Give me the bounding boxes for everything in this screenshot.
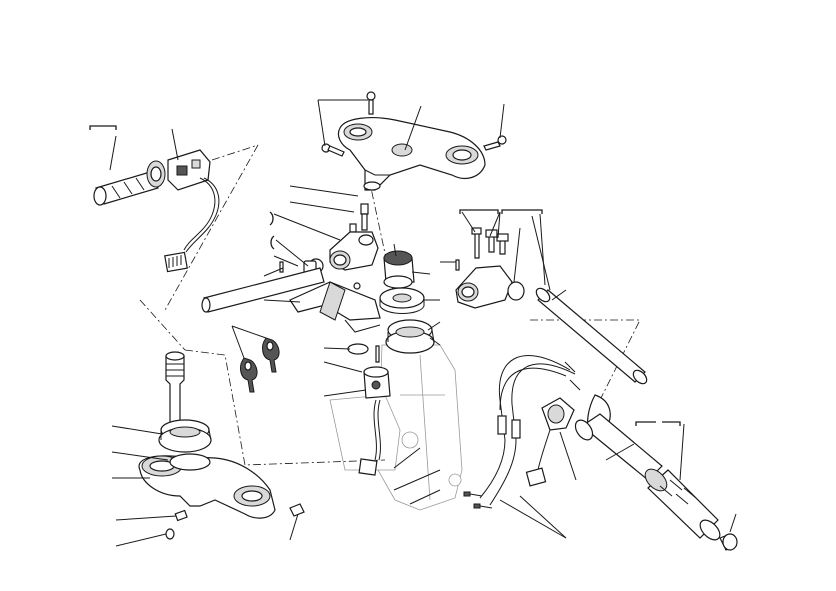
bar-end-weight — [719, 533, 738, 551]
steering-stem-lower-clamp — [138, 351, 305, 540]
upper-triple-clamp — [337, 117, 486, 191]
steering-head-frame — [329, 344, 463, 511]
left-grip — [93, 160, 166, 206]
left-clip-on-clamp — [279, 203, 379, 274]
mounting-plate — [289, 281, 381, 333]
throttle-cables — [463, 355, 581, 509]
callout-leader-lines — [109, 99, 737, 547]
ignition-keys — [240, 337, 280, 393]
group-brackets — [89, 125, 681, 426]
steering-bearing-upper — [385, 319, 435, 354]
throttle-grip — [574, 394, 721, 541]
left-handlebar-tube — [201, 267, 325, 313]
right-handlebar-tube — [535, 287, 648, 385]
right-clip-on-clamp — [455, 227, 525, 309]
left-switch-assembly — [164, 149, 220, 273]
right-switch-assembly — [525, 397, 575, 487]
ignition-lock — [379, 250, 425, 314]
ignition-switch — [347, 343, 391, 476]
